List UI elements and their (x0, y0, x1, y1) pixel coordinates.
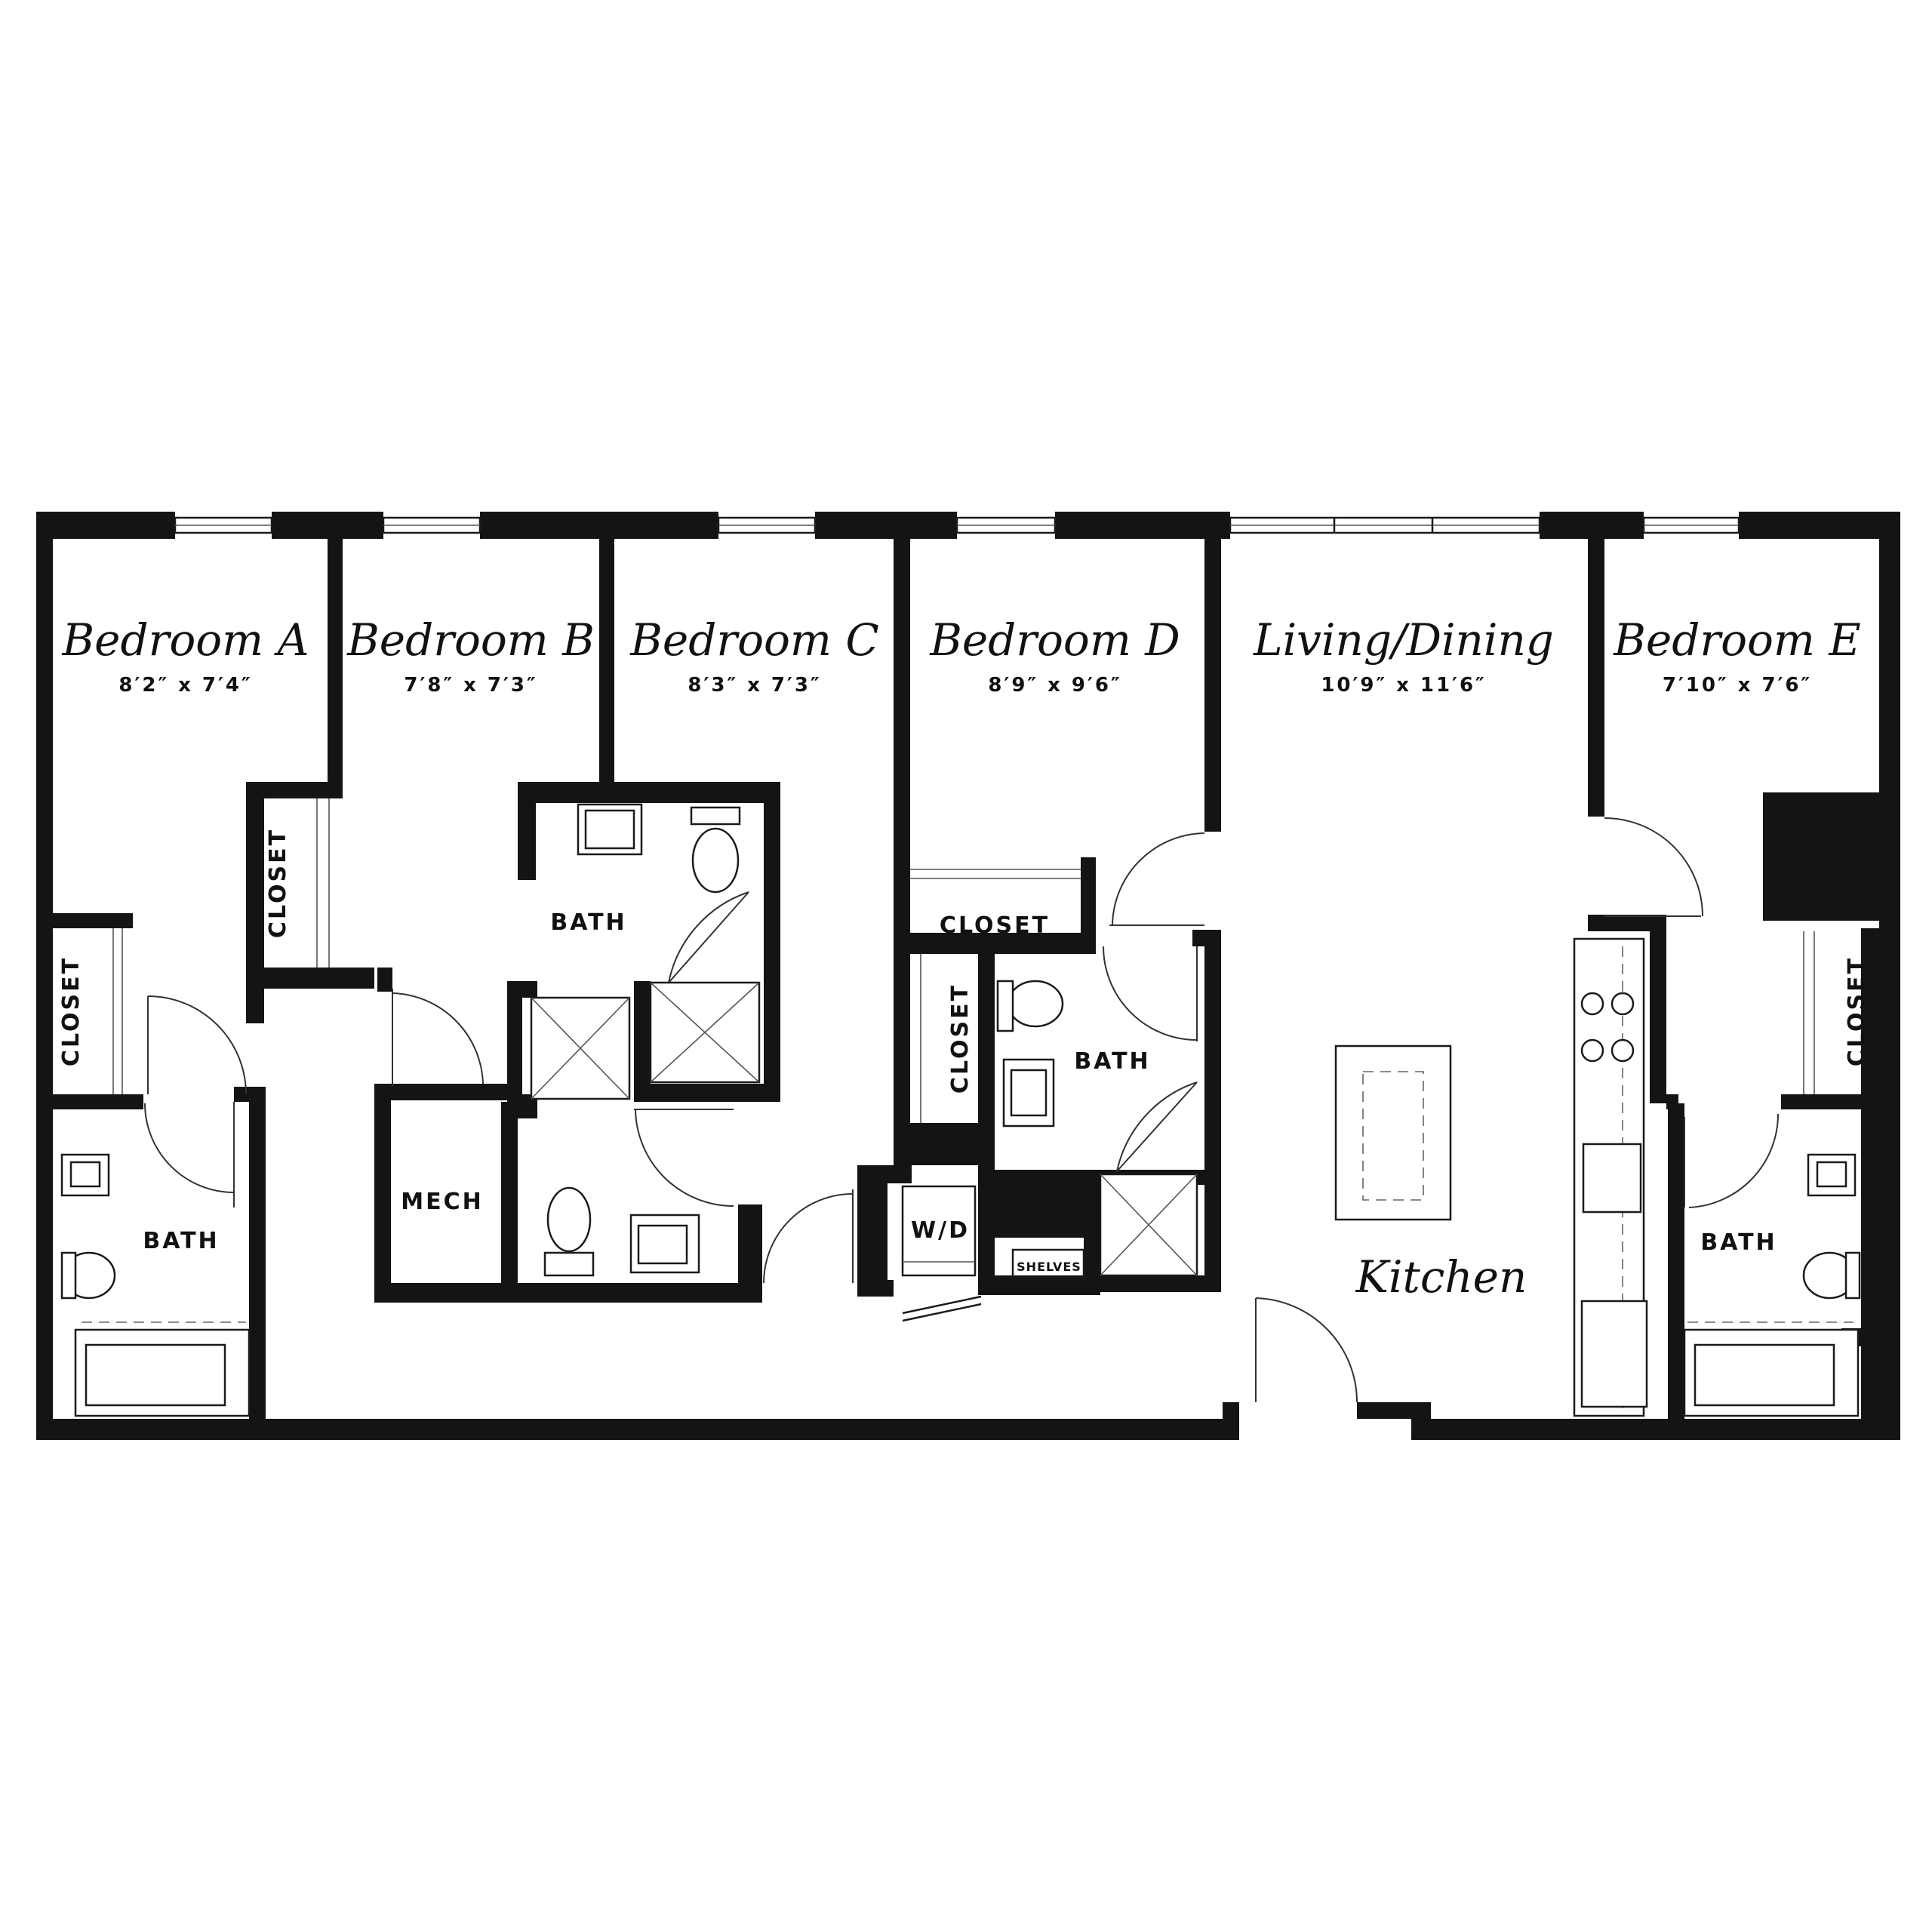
bedroom-c-name: Bedroom C (629, 614, 878, 666)
kitchen-name: Kitchen (1355, 1251, 1527, 1303)
bedroom-a-dims: 8′2″ x 7′4″ (118, 674, 252, 697)
space-labels: CLOSET CLOSET CLOSET CLOSET CLOSET BATH … (58, 828, 1870, 1274)
bedroom-e-dims: 7′10″ x 7′6″ (1663, 674, 1812, 697)
bath-c-fixtures (530, 803, 761, 1277)
bedroom-b-name: Bedroom B (346, 614, 595, 666)
kitchen-fixtures (1334, 937, 1648, 1417)
wd-shelves-boxes (901, 1185, 1085, 1280)
washer-dryer-label: W/D (911, 1217, 970, 1244)
bath-e-label: BATH (1700, 1229, 1777, 1256)
living-dining-name: Living/Dining (1253, 614, 1554, 666)
shelves-label: SHELVES (1017, 1260, 1081, 1274)
bedroom-e-name: Bedroom E (1613, 614, 1860, 666)
closet-a-label: CLOSET (58, 956, 85, 1066)
bath-a-fixtures (60, 1153, 251, 1417)
bath-c-label: BATH (550, 909, 626, 936)
windows (174, 516, 1740, 534)
bath-d-fixtures (996, 980, 1198, 1277)
bedroom-d-name: Bedroom D (929, 614, 1180, 666)
bedroom-b-dims: 7′8″ x 7′3″ (404, 674, 537, 697)
door-swings (144, 817, 1780, 1403)
interior-walls (53, 537, 1879, 1419)
room-labels: Bedroom A 8′2″ x 7′4″ Bedroom B 7′8″ x 7… (62, 614, 1861, 1303)
closet-e-label: CLOSET (1844, 956, 1870, 1066)
mech-label: MECH (401, 1189, 483, 1215)
closet-c-label: CLOSET (947, 983, 974, 1094)
closet-details (112, 798, 1815, 1123)
bath-a-label: BATH (143, 1228, 219, 1254)
bath-d-label: BATH (1074, 1048, 1150, 1075)
closet-b-label: CLOSET (265, 828, 291, 938)
closet-d-label: CLOSET (940, 912, 1050, 939)
bedroom-c-dims: 8′3″ x 7′3″ (688, 674, 821, 697)
bedroom-a-name: Bedroom A (62, 614, 309, 666)
living-dining-dims: 10′9″ x 11′6″ (1321, 674, 1486, 697)
exterior-walls (36, 512, 1900, 1440)
bath-e-fixtures (1683, 1153, 1861, 1417)
bedroom-d-dims: 8′9″ x 9′6″ (988, 674, 1121, 697)
